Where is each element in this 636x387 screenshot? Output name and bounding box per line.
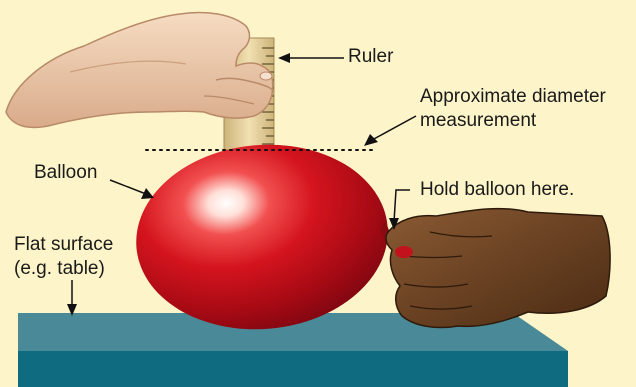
diameter-label-line1: Approximate diameter (420, 86, 606, 108)
balloon (128, 134, 395, 339)
balloon-leader (110, 180, 146, 194)
balloon-label: Balloon (34, 162, 97, 184)
surface-label-line1: Flat surface (14, 234, 113, 256)
ruler-label: Ruler (348, 46, 393, 68)
hand-holding-ruler (6, 13, 274, 128)
hold-leader (394, 190, 410, 222)
table-front (18, 351, 568, 387)
diameter-label-line2: measurement (420, 110, 536, 132)
diameter-leader (372, 116, 416, 140)
hold-label: Hold balloon here. (420, 179, 574, 201)
hand-holding-balloon (386, 209, 610, 328)
surface-label-line2: (e.g. table) (14, 258, 105, 280)
